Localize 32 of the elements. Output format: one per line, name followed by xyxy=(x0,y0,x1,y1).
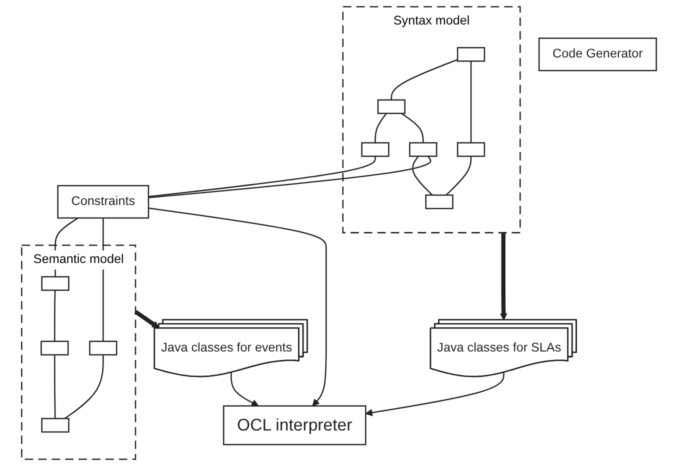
connector xyxy=(64,354,104,420)
connector xyxy=(54,354,56,419)
class-box xyxy=(377,99,406,114)
class-box xyxy=(40,340,69,356)
connector xyxy=(148,207,327,406)
connector xyxy=(374,113,387,143)
class-box xyxy=(361,142,390,157)
connector xyxy=(54,290,56,342)
connector xyxy=(412,156,433,196)
connector xyxy=(230,372,259,406)
connector xyxy=(365,372,504,416)
document-stack: Java classes for SLAs xyxy=(430,319,577,378)
class-box xyxy=(41,276,70,291)
class-box xyxy=(409,142,438,157)
code-generator-band: Code Generator xyxy=(538,38,657,72)
connector xyxy=(390,59,458,100)
connector xyxy=(470,61,472,143)
connector xyxy=(148,156,432,198)
class-box xyxy=(456,142,486,157)
constraints-note: Constraints xyxy=(57,185,150,219)
connector xyxy=(134,310,160,328)
connector xyxy=(148,156,376,198)
class-box xyxy=(41,418,70,433)
interpreter-box: OCL interpreter xyxy=(223,405,366,446)
connector xyxy=(401,112,424,143)
class-box xyxy=(425,194,454,210)
connector xyxy=(446,156,472,196)
class-box xyxy=(89,340,118,356)
class-box xyxy=(456,47,486,62)
connector xyxy=(500,232,508,320)
document-stack: Java classes for events xyxy=(154,319,308,378)
model-group xyxy=(342,6,521,234)
